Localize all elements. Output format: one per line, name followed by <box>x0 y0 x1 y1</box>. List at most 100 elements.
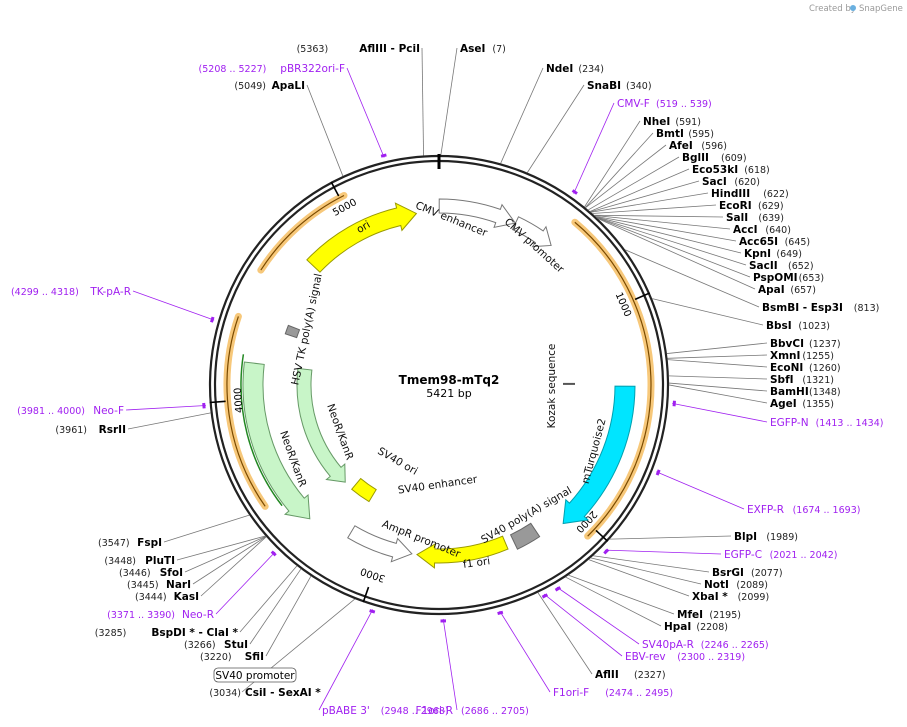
primer-leader-sv40pa-r <box>556 586 640 645</box>
primer-position: (2948 .. 2968) <box>381 706 449 717</box>
enzyme-name: SfiI <box>245 651 264 663</box>
primer-site-exfp-r <box>655 469 661 476</box>
enzyme-label-snabi: SnaBI (340) <box>587 80 652 92</box>
enzyme-label-bglii: BglII(609) <box>682 152 747 164</box>
enzyme-name: BsrGI <box>712 567 744 579</box>
enzyme-position: (1989) <box>766 532 798 543</box>
enzyme-position: (622) <box>763 189 789 200</box>
enzyme-label-xbai: XbaI *(2099) <box>692 591 769 603</box>
primer-name: EBV-rev <box>625 651 666 663</box>
enzyme-leader-apai <box>597 218 756 290</box>
primer-site-pbr322ori-f <box>380 153 387 158</box>
enzyme-position: (629) <box>758 201 784 212</box>
coverage-line-2 <box>226 316 266 507</box>
enzyme-position: (645) <box>785 237 811 248</box>
feature-cmv-promoter <box>511 216 552 248</box>
enzyme-position: (340) <box>626 81 652 92</box>
enzyme-name: StuI <box>224 639 248 651</box>
enzyme-position: (1348) <box>809 387 841 398</box>
primer-position: (4299 .. 4318) <box>11 287 79 298</box>
enzyme-label-afei: AfeI(596) <box>669 140 727 152</box>
enzyme-leader-bbvci <box>666 342 768 354</box>
primer-site-ebv-rev <box>541 593 549 599</box>
tick-mark-3000 <box>362 586 370 603</box>
enzyme-name: NotI <box>704 579 729 591</box>
primer-position: (519 .. 539) <box>656 99 712 110</box>
enzyme-position: (3547) <box>98 538 130 549</box>
primer-name: EGFP-N <box>770 417 809 429</box>
enzyme-name: PluTI <box>145 555 175 567</box>
enzyme-name: SnaBI <box>587 80 621 92</box>
enzyme-position: (640) <box>765 225 791 236</box>
enzyme-name: AseI <box>460 43 485 55</box>
enzyme-label-mfei: MfeI(2195) <box>677 609 741 621</box>
primer-label-tk-pa-r: TK-pA-R(4299 .. 4318) <box>11 286 131 298</box>
primer-label-neo-r: Neo-R(3371 .. 3390) <box>107 609 214 621</box>
enzyme-name: KasI <box>174 591 199 603</box>
primer-name: EGFP-C <box>724 549 762 561</box>
primer-name: Neo-F <box>93 405 124 417</box>
enzyme-label-acc65i: Acc65I(645) <box>739 236 810 248</box>
enzyme-position: (5049) <box>234 81 266 92</box>
enzyme-label-sacii: SacII(652) <box>749 260 814 272</box>
enzyme-name: SbfI <box>770 374 794 386</box>
enzyme-position: (1260) <box>809 363 841 374</box>
primer-position: (2686 .. 2705) <box>461 706 529 717</box>
feature-label-f1-ori: f1 ori <box>462 555 491 571</box>
primer-leader-pbabe-3 <box>318 609 374 711</box>
sv40-promoter-label: SV40 promoter <box>215 670 295 682</box>
enzyme-label-noti: NotI (2089) <box>704 579 768 591</box>
primer-site-egfp-c <box>603 548 610 555</box>
outer-arrow-neor-kanr <box>242 361 311 520</box>
enzyme-position: (2089) <box>736 580 768 591</box>
primer-leader-ebv-rev <box>543 593 623 657</box>
enzyme-position: (620) <box>734 177 760 188</box>
primer-position: (2300 .. 2319) <box>677 652 745 663</box>
enzyme-name: BbsI <box>766 320 792 332</box>
enzyme-leader-sfoi <box>184 536 266 573</box>
enzyme-name: SacI <box>702 176 727 188</box>
enzyme-name: BspDI * - ClaI * <box>151 627 238 639</box>
primer-leader-pbr322ori-f <box>346 67 385 158</box>
enzyme-position: (2208) <box>696 622 728 633</box>
enzyme-label-sfii: SfiI(3220) <box>200 651 264 663</box>
enzyme-position: (2077) <box>751 568 783 579</box>
enzyme-label-bmti: BmtI(595) <box>656 128 714 140</box>
enzyme-name: MfeI <box>677 609 703 621</box>
enzyme-leader-xbai <box>588 559 690 597</box>
enzyme-leader-xmni <box>667 354 768 359</box>
enzyme-position: (1321) <box>802 375 834 386</box>
enzyme-name: BmtI <box>656 128 684 140</box>
enzyme-leader-hindiii <box>590 192 709 213</box>
enzyme-leader-ndei <box>500 67 544 164</box>
enzyme-label-csii-sexai: CsiI - SexAI *(3034) <box>209 687 321 699</box>
enzyme-leader-hpai <box>565 576 662 627</box>
enzyme-position: (609) <box>721 153 747 164</box>
enzyme-leader-bsrgi <box>593 555 710 573</box>
enzyme-label-nari: NarI(3445) <box>127 579 191 591</box>
enzyme-name: HindIII <box>711 188 750 200</box>
plasmid-name: Tmem98-mTq2 <box>399 373 500 387</box>
primer-name: pBABE 3' <box>322 705 370 717</box>
enzyme-name: XmnI <box>770 350 800 362</box>
enzyme-position: (639) <box>758 213 784 224</box>
enzyme-label-kasi: KasI(3444) <box>135 591 199 603</box>
enzyme-leader-saci <box>590 180 700 213</box>
enzyme-name: XbaI * <box>692 591 728 603</box>
enzyme-name: HpaI <box>664 621 691 633</box>
enzyme-label-hpai: HpaI (2208) <box>664 621 728 633</box>
primer-label-sv40pa-r: SV40pA-R(2246 .. 2265) <box>642 639 769 651</box>
enzyme-name: AgeI <box>770 398 797 410</box>
enzyme-leader-snabi <box>526 84 585 173</box>
enzyme-position: (3266) <box>184 640 216 651</box>
primer-site-tk-pa-r <box>210 316 215 323</box>
primer-name: F1ori-R <box>416 705 453 717</box>
enzyme-position: (813) <box>854 303 880 314</box>
enzyme-label-afliii-pcii: AflIII - PciI(5363) <box>297 43 420 55</box>
sv40-promoter-box <box>213 667 297 683</box>
feature-ampr-promoter <box>347 525 413 563</box>
enzyme-position: (1255) <box>802 351 834 362</box>
enzyme-name: ApaI <box>758 284 785 296</box>
primer-site-pbabe-3 <box>369 609 376 614</box>
